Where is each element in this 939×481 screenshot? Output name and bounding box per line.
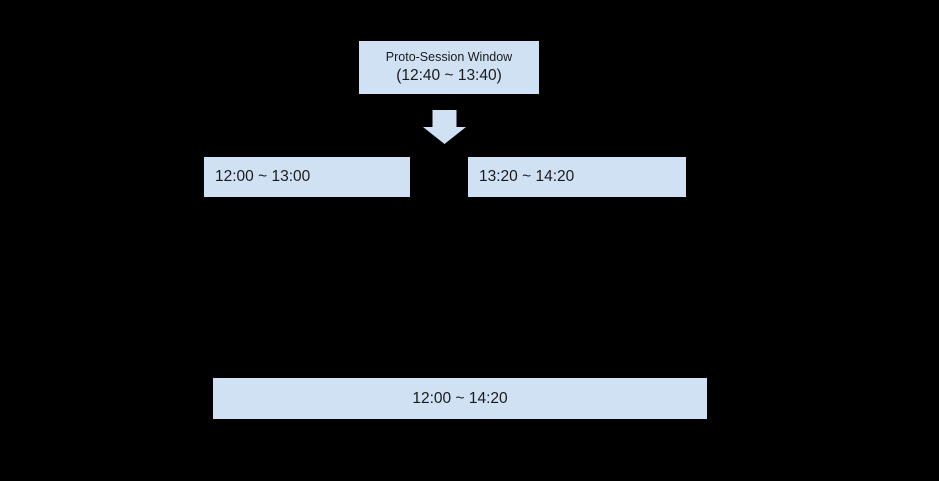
- node-session-right-range: 13:20 ~ 14:20: [479, 168, 575, 185]
- node-proto-session-window[interactable]: Proto-Session Window (12:40 ~ 13:40): [359, 41, 539, 94]
- node-session-left[interactable]: 12:00 ~ 13:00: [204, 157, 410, 197]
- arrow-down-icon: [423, 110, 466, 144]
- node-session-merged-range: 12:00 ~ 14:20: [412, 389, 508, 407]
- node-session-merged[interactable]: 12:00 ~ 14:20: [213, 378, 707, 419]
- node-proto-session-range: (12:40 ~ 13:40): [396, 67, 502, 84]
- node-session-left-range: 12:00 ~ 13:00: [215, 168, 311, 185]
- node-proto-session-title: Proto-Session Window: [385, 50, 513, 64]
- node-session-right[interactable]: 13:20 ~ 14:20: [468, 157, 686, 197]
